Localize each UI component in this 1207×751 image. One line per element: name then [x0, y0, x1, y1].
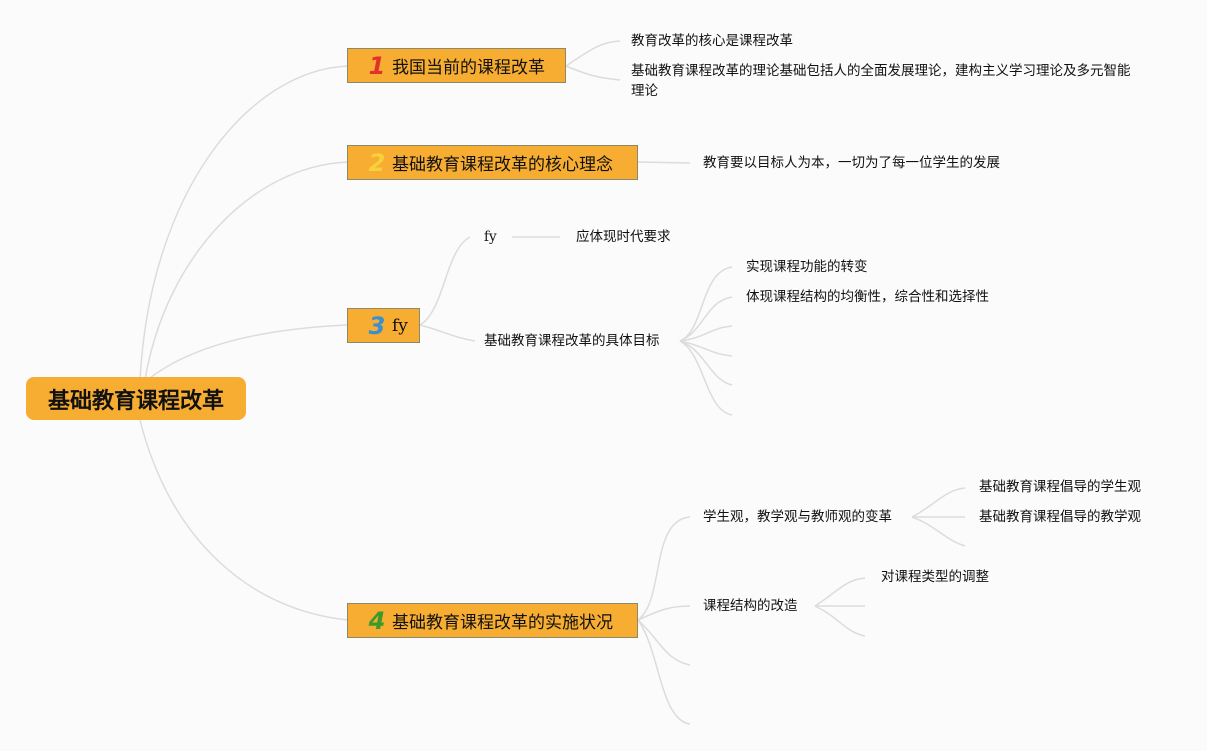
branch-3-sub-2-leaf-2[interactable]: 体现课程结构的均衡性，综合性和选择性 [746, 289, 989, 305]
number-3-icon: 3 [368, 311, 386, 340]
link-b4-s1 [637, 516, 691, 621]
branch-4-sub-1[interactable]: 学生观，教学观与教师观的变革 [703, 509, 892, 525]
link-b3s2-e4 [679, 340, 733, 416]
link-b4-e1 [637, 619, 691, 666]
branch-2-label: 基础教育课程改革的核心理念 [392, 155, 613, 175]
link-b3s2-l2 [679, 296, 733, 342]
branch-3-label: fy [392, 315, 408, 336]
branch-3-sub-2[interactable]: 基础教育课程改革的具体目标 [484, 333, 660, 349]
branch-2-leaf-1[interactable]: 教育要以目标人为本，一切为了每一位学生的发展 [703, 155, 1000, 171]
link-b3s2-e3 [679, 340, 733, 386]
number-2-icon: 2 [368, 148, 386, 177]
branch-3-sub-1[interactable]: fy [484, 229, 497, 245]
branch-4-sub-1-leaf-1[interactable]: 基础教育课程倡导的学生观 [979, 479, 1141, 495]
branch-4-sub-2-leaf-1[interactable]: 对课程类型的调整 [881, 569, 989, 585]
branch-3-sub-2-leaf-1[interactable]: 实现课程功能的转变 [746, 259, 868, 275]
link-b4s1-e1 [911, 516, 966, 547]
number-1-icon: 1 [368, 51, 386, 80]
link-b3s2-l1 [679, 266, 733, 342]
link-root-b1 [139, 65, 349, 381]
link-b1-l1 [565, 40, 621, 67]
branch-4-topic[interactable]: 4 基础教育课程改革的实施状况 [347, 603, 638, 638]
link-b2-l1 [637, 161, 691, 164]
link-b3s2-e1 [679, 325, 733, 342]
branch-3-topic[interactable]: 3 fy [347, 308, 420, 343]
link-b4-e2 [637, 619, 691, 725]
link-b3-s1 [419, 236, 471, 326]
branch-1-topic[interactable]: 1 我国当前的课程改革 [347, 48, 566, 83]
link-b4s2-l1 [814, 577, 866, 607]
link-b4-s2 [637, 605, 691, 621]
branch-4-sub-1-leaf-2[interactable]: 基础教育课程倡导的教学观 [979, 509, 1141, 525]
branch-4-sub-2[interactable]: 课程结构的改造 [703, 598, 798, 614]
branch-1-leaf-2[interactable]: 基础教育课程改革的理论基础包括人的全面发展理论，建构主义学习理论及多元智能理论 [631, 63, 1131, 99]
link-root-b4 [139, 419, 349, 621]
link-b3-s2 [419, 324, 476, 342]
branch-4-label: 基础教育课程改革的实施状况 [392, 613, 613, 633]
link-b4s2-e2 [814, 605, 866, 637]
number-4-icon: 4 [368, 606, 386, 635]
link-b1-l2 [565, 65, 621, 81]
root-topic-label: 基础教育课程改革 [47, 388, 224, 414]
branch-3-sub-1-leaf-1[interactable]: 应体现时代要求 [576, 229, 671, 245]
link-root-b3 [149, 324, 349, 379]
branch-2-topic[interactable]: 2 基础教育课程改革的核心理念 [347, 145, 638, 180]
branch-1-label: 我国当前的课程改革 [392, 58, 545, 78]
root-topic[interactable]: 基础教育课程改革 [26, 377, 246, 420]
link-b4s1-l1 [911, 487, 966, 518]
link-root-b2 [144, 161, 349, 381]
branch-1-leaf-1[interactable]: 教育改革的核心是课程改革 [631, 33, 793, 49]
link-b3s2-e2 [679, 340, 733, 357]
